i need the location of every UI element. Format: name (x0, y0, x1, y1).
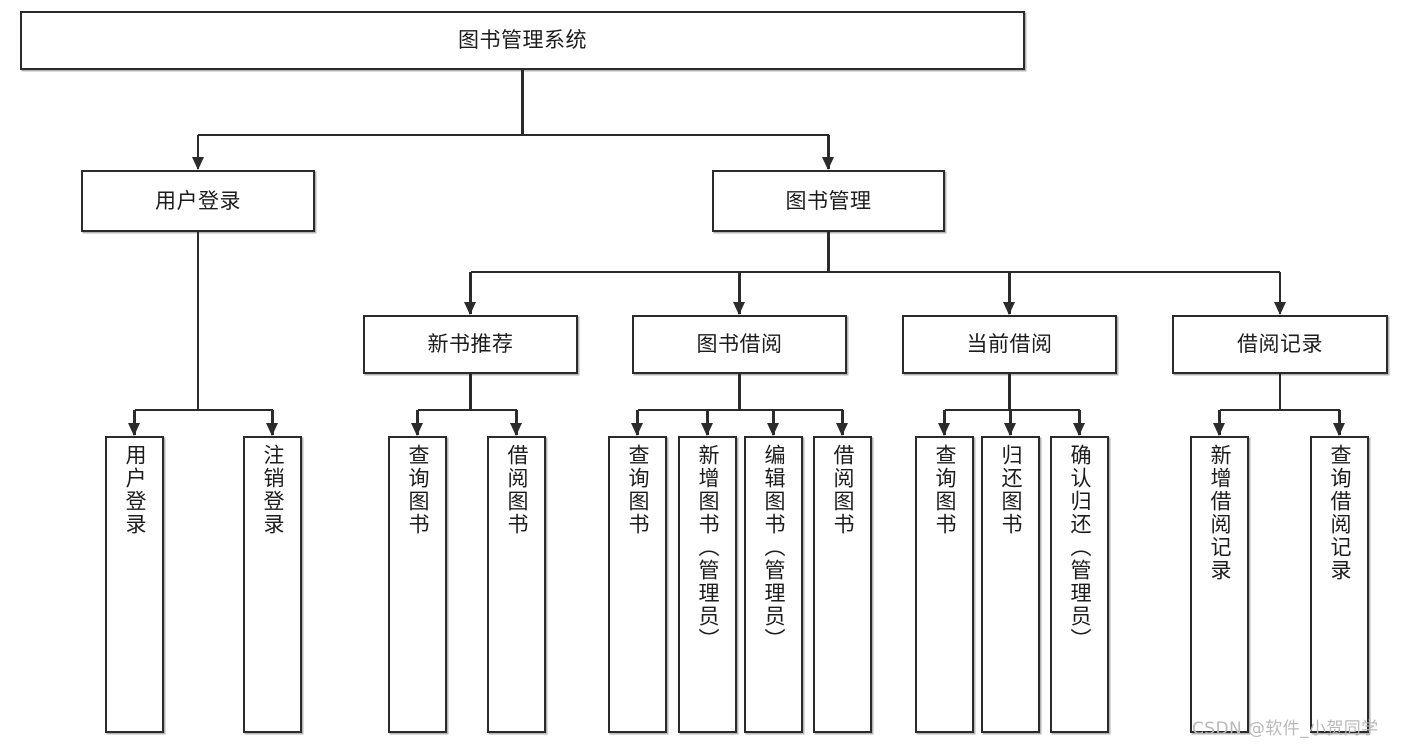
node-label: 图书管理系统 (458, 28, 587, 53)
watermark-label: CSDN @软件_小贺同学 (1192, 719, 1379, 739)
connector-line-vertical (1278, 374, 1282, 410)
connector-line-horizontal (470, 270, 1280, 274)
connector-line-horizontal (134, 408, 273, 412)
leaf-add-borrow-record[interactable]: 新增借阅记录 (1190, 436, 1249, 733)
connector-line-vertical (1218, 410, 1221, 435)
leaf-label: 确认归还（管理员） (1068, 444, 1092, 651)
connector-line-vertical (636, 410, 639, 435)
arrow-head-icon (1003, 302, 1015, 315)
connector-line-horizontal (417, 408, 517, 412)
leaf-label: 借阅图书 (831, 444, 855, 536)
connector-line-vertical (738, 374, 741, 410)
node-book-management[interactable]: 图书管理 (712, 170, 945, 232)
arrow-head-icon (938, 423, 950, 436)
leaf-user-login[interactable]: 用户登录 (105, 436, 164, 733)
node-label: 图书借阅 (696, 332, 783, 357)
connector-line-vertical (841, 410, 844, 435)
leaf-label: 新增借阅记录 (1208, 444, 1232, 582)
connector-line-vertical (827, 135, 830, 169)
node-book-borrow[interactable]: 图书借阅 (632, 315, 847, 374)
arrow-head-icon (733, 302, 745, 315)
leaf-label: 借阅图书 (505, 444, 529, 536)
node-label: 借阅记录 (1237, 332, 1323, 357)
arrow-head-icon (631, 423, 643, 436)
leaf-query-borrow-record[interactable]: 查询借阅记录 (1310, 436, 1369, 733)
connector-line-horizontal (637, 408, 843, 412)
node-new-book-recommend[interactable]: 新书推荐 (363, 315, 578, 374)
node-label: 新书推荐 (427, 332, 514, 357)
node-user-login[interactable]: 用户登录 (81, 170, 315, 232)
connector-line-vertical (416, 410, 419, 435)
connector-line-vertical (1278, 272, 1282, 314)
arrow-head-icon (701, 423, 713, 436)
leaf-edit-book-admin[interactable]: 编辑图书（管理员） (744, 436, 803, 733)
leaf-query-book-recommend[interactable]: 查询图书 (388, 436, 447, 733)
connector-line-vertical (196, 232, 200, 410)
connector-line-vertical (515, 410, 518, 435)
connector-line-vertical (469, 374, 472, 410)
connector-line-vertical (196, 135, 200, 169)
connector-line-vertical (133, 410, 136, 435)
leaf-return-book[interactable]: 归还图书 (981, 436, 1040, 733)
leaf-borrow-book-recommend[interactable]: 借阅图书 (487, 436, 546, 733)
leaf-logout[interactable]: 注销登录 (243, 436, 302, 733)
node-label: 当前借阅 (966, 332, 1053, 357)
connector-line-vertical (271, 410, 274, 435)
arrow-head-icon (836, 423, 848, 436)
connector-line-vertical (1008, 374, 1011, 410)
node-current-borrow[interactable]: 当前借阅 (902, 315, 1117, 374)
leaf-label: 查询图书 (933, 444, 957, 536)
leaf-label: 新增图书（管理员） (696, 444, 720, 651)
connector-line-vertical (738, 272, 741, 314)
connector-line-horizontal (944, 408, 1080, 412)
leaf-confirm-return-admin[interactable]: 确认归还（管理员） (1050, 436, 1109, 733)
node-borrow-record[interactable]: 借阅记录 (1172, 315, 1388, 374)
leaf-label: 查询图书 (406, 444, 430, 536)
connector-line-vertical (521, 70, 524, 135)
arrow-head-icon (464, 302, 476, 315)
connector-line-horizontal (198, 133, 829, 137)
leaf-label: 注销登录 (261, 444, 285, 536)
arrow-head-icon (1333, 423, 1345, 436)
connector-line-vertical (827, 232, 830, 272)
connector-line-horizontal (1219, 408, 1340, 412)
leaf-query-book-current[interactable]: 查询图书 (915, 436, 974, 733)
leaf-query-book-borrow[interactable]: 查询图书 (608, 436, 667, 733)
leaf-label: 查询图书 (626, 444, 650, 536)
leaf-add-book-admin[interactable]: 新增图书（管理员） (678, 436, 737, 733)
connector-line-vertical (1008, 272, 1011, 314)
arrow-head-icon (1273, 302, 1286, 315)
node-label: 用户登录 (155, 188, 241, 213)
arrow-head-icon (1004, 423, 1016, 436)
leaf-label: 归还图书 (999, 444, 1023, 536)
leaf-label: 编辑图书（管理员） (762, 444, 786, 651)
arrow-head-icon (128, 423, 140, 436)
leaf-label: 查询借阅记录 (1328, 444, 1352, 582)
arrow-head-icon (510, 423, 522, 436)
arrow-head-icon (1073, 423, 1085, 436)
connector-line-vertical (772, 410, 775, 435)
arrow-head-icon (822, 157, 834, 170)
arrow-head-icon (767, 423, 779, 436)
node-label: 图书管理 (785, 188, 872, 213)
leaf-label: 用户登录 (123, 444, 147, 536)
connector-line-vertical (1078, 410, 1081, 435)
connector-line-vertical (469, 272, 472, 314)
leaf-borrow-book[interactable]: 借阅图书 (813, 436, 872, 733)
connector-line-vertical (706, 410, 709, 435)
arrow-head-icon (191, 157, 204, 170)
arrow-head-icon (411, 423, 423, 436)
connector-line-vertical (1009, 410, 1012, 435)
connector-line-vertical (943, 410, 946, 435)
connector-line-vertical (1338, 410, 1341, 435)
node-root-system[interactable]: 图书管理系统 (20, 11, 1025, 70)
arrow-head-icon (266, 423, 278, 436)
arrow-head-icon (1213, 423, 1225, 436)
